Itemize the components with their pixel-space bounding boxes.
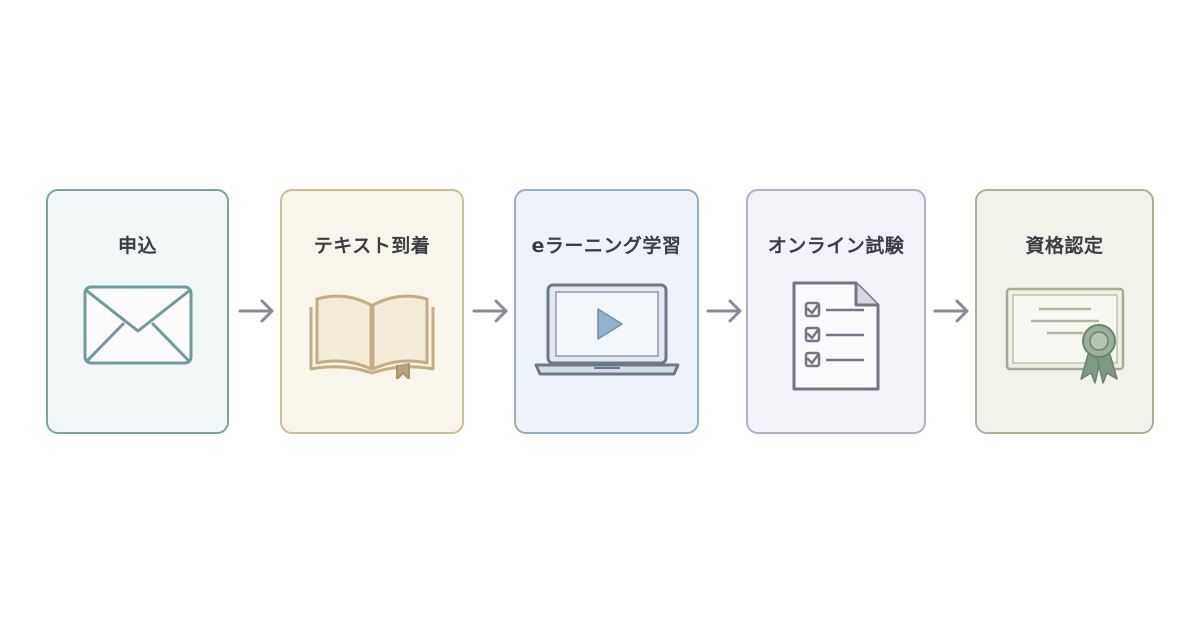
laptop-play-icon [516, 279, 697, 389]
step-label: 資格認定 [1025, 235, 1104, 257]
step-label: テキスト到着 [313, 235, 431, 257]
step-card-elearning: eラーニング学習 [514, 189, 699, 434]
envelope-icon [48, 279, 227, 389]
open-book-icon [282, 279, 462, 389]
step-label: オンライン試験 [767, 235, 905, 257]
step-card-application: 申込 [46, 189, 229, 434]
certificate-ribbon-icon [977, 279, 1152, 389]
arrow-right-icon [238, 299, 274, 323]
step-card-certification: 資格認定 [975, 189, 1154, 434]
checklist-document-icon [748, 279, 924, 391]
arrow-right-icon [472, 299, 508, 323]
step-card-textbook-arrival: テキスト到着 [280, 189, 464, 434]
step-label: eラーニング学習 [531, 235, 682, 257]
step-label: 申込 [117, 235, 157, 257]
arrow-right-icon [706, 299, 742, 323]
step-card-online-exam: オンライン試験 [746, 189, 926, 434]
arrow-right-icon [933, 299, 969, 323]
